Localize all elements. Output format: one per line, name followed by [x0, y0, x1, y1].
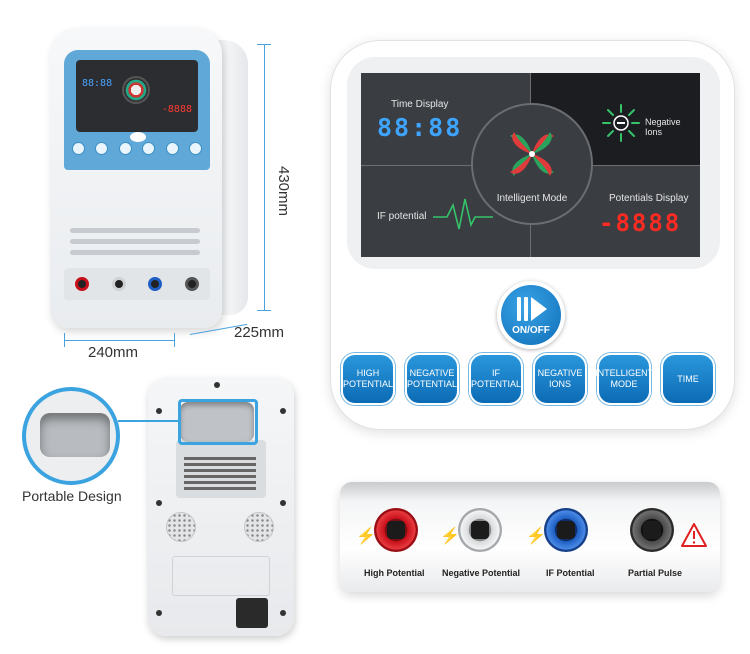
device-mini-mode-icon — [122, 76, 150, 104]
speaker-grille — [166, 512, 196, 542]
intelligent-mode-label: Intelligent Mode — [496, 193, 568, 204]
high-potential-port — [374, 508, 418, 552]
negative-potential-button[interactable]: NEGATIVE POTENTIAL — [405, 353, 459, 405]
device-front-view: 88:88 -8888 — [50, 28, 255, 328]
high-potential-port-label: High Potential — [364, 568, 425, 578]
device-front-ports — [64, 268, 210, 300]
partial-pulse-port — [630, 508, 674, 552]
device-power-button — [130, 132, 146, 142]
negative-ions-label: Negative Ions — [645, 117, 681, 137]
time-display-label: Time Display — [391, 99, 449, 110]
zoom-connector-line — [118, 420, 180, 422]
height-dimension-line — [264, 44, 265, 310]
lcd-display: Time Display 88:88 Negative Ions IF pote… — [361, 73, 700, 257]
if-potential-port-label: IF Potential — [546, 568, 595, 578]
device-mini-button — [95, 142, 109, 155]
if-potential-button[interactable]: IF POTENTIAL — [469, 353, 523, 405]
speaker-grille — [244, 512, 274, 542]
negative-potential-port — [458, 508, 502, 552]
power-socket — [236, 598, 268, 628]
potentials-display-label: Potentials Display — [609, 193, 689, 204]
partial-pulse-port-label: Partial Pulse — [628, 568, 683, 578]
intelligent-mode-button[interactable]: INTELLIGENT MODE — [595, 353, 653, 405]
portable-design-label: Portable Design — [22, 488, 122, 504]
device-mini-button — [188, 142, 202, 155]
device-mini-button — [72, 142, 85, 155]
warning-triangle-icon — [681, 523, 707, 547]
back-vent-grille — [184, 456, 256, 490]
pulse-wave-icon — [433, 198, 493, 230]
width-dimension-label: 240mm — [88, 344, 139, 361]
negative-ions-icon — [602, 104, 640, 142]
if-potential-port — [544, 508, 588, 552]
depth-dimension-label: 225mm — [234, 324, 285, 341]
carry-handle-zoom — [40, 413, 110, 457]
high-potential-button[interactable]: HIGH POTENTIAL — [341, 353, 395, 405]
control-panel-closeup: Time Display 88:88 Negative Ions IF pote… — [330, 40, 735, 430]
device-mini-buttons — [72, 142, 202, 156]
if-potential-label: IF potential — [377, 211, 427, 222]
on-off-button[interactable]: ON/OFF — [497, 281, 565, 349]
pinwheel-icon — [510, 132, 554, 176]
device-mini-button — [118, 142, 132, 155]
device-mini-button — [142, 142, 156, 155]
potential-digits: -8888 — [599, 209, 682, 237]
portable-design-zoom — [22, 387, 120, 485]
height-dimension-label: 430mm — [275, 166, 292, 217]
time-button[interactable]: TIME — [661, 353, 715, 405]
handle-highlight-box — [178, 399, 258, 445]
label-plate — [172, 556, 270, 596]
function-button-row: HIGH POTENTIAL NEGATIVE POTENTIAL IF POT… — [341, 353, 726, 407]
negative-potential-port-label: Negative Potential — [442, 568, 521, 578]
lightning-bolt-icon: ⚡ — [526, 528, 546, 545]
width-dimension-line — [64, 340, 174, 341]
lightning-bolt-icon: ⚡ — [356, 528, 376, 545]
device-mini-button — [165, 142, 179, 155]
time-digits: 88:88 — [377, 113, 463, 142]
device-mini-time: 88:88 — [82, 78, 113, 89]
device-mini-potential: -8888 — [161, 104, 192, 115]
carry-handle — [180, 402, 254, 442]
device-mini-screen: 88:88 -8888 — [76, 60, 198, 132]
device-control-panel: 88:88 -8888 — [64, 50, 210, 170]
device-vents — [70, 228, 200, 261]
on-off-label: ON/OFF — [512, 325, 550, 336]
intelligent-mode-dial: Intelligent Mode — [471, 103, 593, 225]
lightning-bolt-icon: ⚡ — [440, 528, 460, 545]
device-body: 88:88 -8888 — [50, 28, 222, 328]
negative-ions-button[interactable]: NEGATIVE IONS — [533, 353, 587, 405]
play-pause-icon — [517, 297, 547, 321]
